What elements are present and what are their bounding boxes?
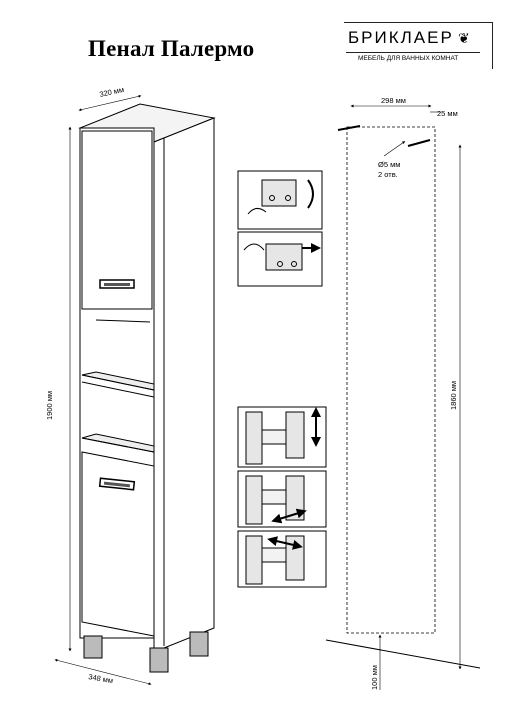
cabinet-drawing (78, 103, 216, 673)
width-label: 348 мм (88, 672, 114, 685)
latch-panels (237, 170, 323, 287)
rose-icon: ❦ (458, 30, 470, 46)
mount-height-label: 1860 мм (449, 381, 458, 410)
document-title: Пенал Палермо (88, 36, 255, 61)
height-label: 1900 мм (45, 391, 54, 420)
wall-scheme (325, 104, 481, 690)
cabinet-dimensions (54, 94, 152, 686)
mount-spacing-label: 298 мм (381, 96, 406, 105)
hinge-panels (237, 406, 327, 588)
brand-name: БРИКЛАЕР (348, 28, 454, 47)
mount-offset-label: 25 мм (437, 109, 458, 118)
logo-frame (344, 22, 493, 69)
floor-clearance-label: 100 мм (370, 665, 379, 690)
hole-diameter-label: Ø5 мм (378, 160, 400, 169)
logo-divider (346, 52, 480, 53)
depth-label: 320 мм (99, 85, 125, 99)
brand-tagline: МЕБЕЛЬ ДЛЯ ВАННЫХ КОМНАТ (358, 55, 459, 62)
brand-logo: БРИКЛАЕР ❦ МЕБЕЛЬ ДЛЯ ВАННЫХ КОМНАТ (344, 22, 494, 74)
hole-count-label: 2 отв. (378, 170, 398, 179)
